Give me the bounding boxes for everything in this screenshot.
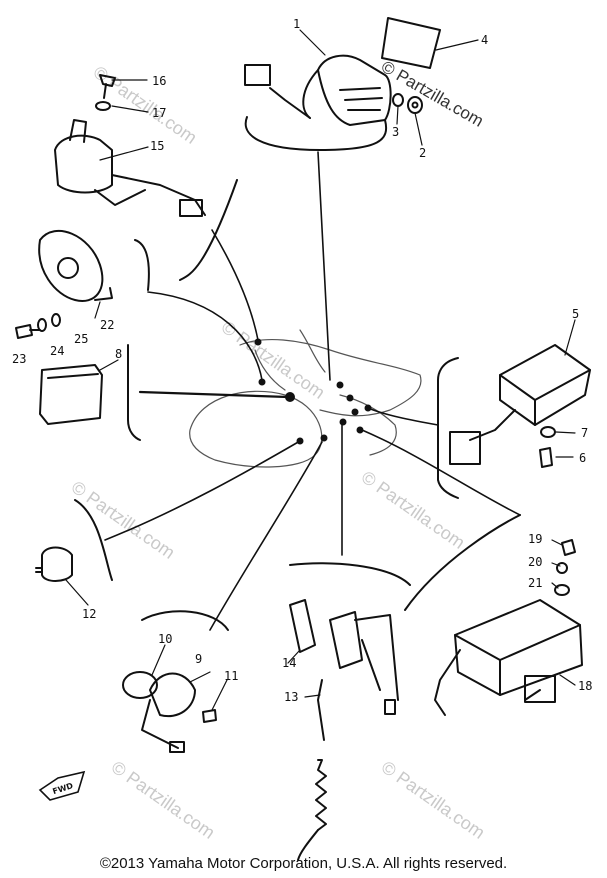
part-14-bracket	[289, 599, 316, 653]
watermark: © Partzilla.com	[218, 317, 329, 403]
watermark: © Partzilla.com	[90, 62, 201, 148]
callout-22: 22	[100, 318, 114, 332]
callout-10: 10	[158, 632, 172, 646]
part-8-flasher	[39, 364, 103, 425]
part-1-relay	[244, 54, 392, 126]
callout-25: 25	[74, 332, 88, 346]
callout-12: 12	[82, 607, 96, 621]
part-3-washer	[392, 93, 404, 107]
part-18-cdi-unit	[434, 599, 583, 716]
part-16-screw	[99, 74, 116, 99]
part-4-plate	[381, 17, 441, 69]
callout-numbers: 1 2 3 4 5 6 7 8 9 10 11 12 13 14 15 16 1…	[12, 17, 592, 704]
part-21-washer	[554, 584, 570, 596]
watermark: © Partzilla.com	[378, 57, 487, 131]
part-25-washer	[51, 313, 61, 327]
part-13-switch-spring	[297, 611, 399, 861]
part-17-washer	[95, 101, 111, 111]
callout-24: 24	[50, 344, 64, 358]
callout-6: 6	[579, 451, 586, 465]
frame-outline	[189, 329, 422, 468]
callout-16: 16	[152, 74, 166, 88]
callout-17: 17	[152, 106, 166, 120]
watermark: © Partzilla.com	[108, 757, 219, 843]
callout-14: 14	[282, 656, 296, 670]
callout-20: 20	[528, 555, 542, 569]
callout-21: 21	[528, 576, 542, 590]
part-11-screw	[202, 709, 217, 723]
part-9-switch-body	[141, 672, 196, 753]
watermark: © Partzilla.com	[358, 467, 469, 553]
callout-4: 4	[481, 33, 488, 47]
watermark-group: © Partzilla.com © Partzilla.com © Partzi…	[68, 57, 489, 843]
part-20-washer	[556, 562, 568, 574]
part-22-horn	[38, 229, 113, 302]
callout-18: 18	[578, 679, 592, 693]
part-15-main-switch	[54, 119, 206, 217]
watermark: © Partzilla.com	[68, 477, 179, 563]
callout-7: 7	[581, 426, 588, 440]
callout-19: 19	[528, 532, 542, 546]
part-2-nut	[407, 96, 423, 114]
callout-11: 11	[224, 669, 238, 683]
callout-leaders	[65, 29, 576, 711]
copyright-notice: ©2013 Yamaha Motor Corporation, U.S.A. A…	[99, 855, 508, 872]
part-23-bolt	[15, 324, 41, 339]
part-12-sensor	[35, 546, 73, 582]
callout-8: 8	[115, 347, 122, 361]
fwd-direction-marker: FWD	[38, 770, 86, 801]
watermark: © Partzilla.com	[378, 757, 489, 843]
group-brackets	[74, 116, 521, 631]
leader-lines	[104, 151, 521, 631]
callout-9: 9	[195, 652, 202, 666]
part-7-washer	[540, 426, 556, 438]
callout-15: 15	[150, 139, 164, 153]
callout-23: 23	[12, 352, 26, 366]
callout-2: 2	[419, 146, 426, 160]
callout-1: 1	[293, 17, 300, 31]
part-10-o-ring	[122, 671, 158, 699]
callout-5: 5	[572, 307, 579, 321]
callout-3: 3	[392, 125, 399, 139]
part-6-bolt	[539, 447, 553, 468]
part-19-bolt	[561, 539, 576, 556]
callout-13: 13	[284, 690, 298, 704]
part-5-regulator	[449, 344, 591, 465]
part-24-washer	[37, 318, 47, 332]
